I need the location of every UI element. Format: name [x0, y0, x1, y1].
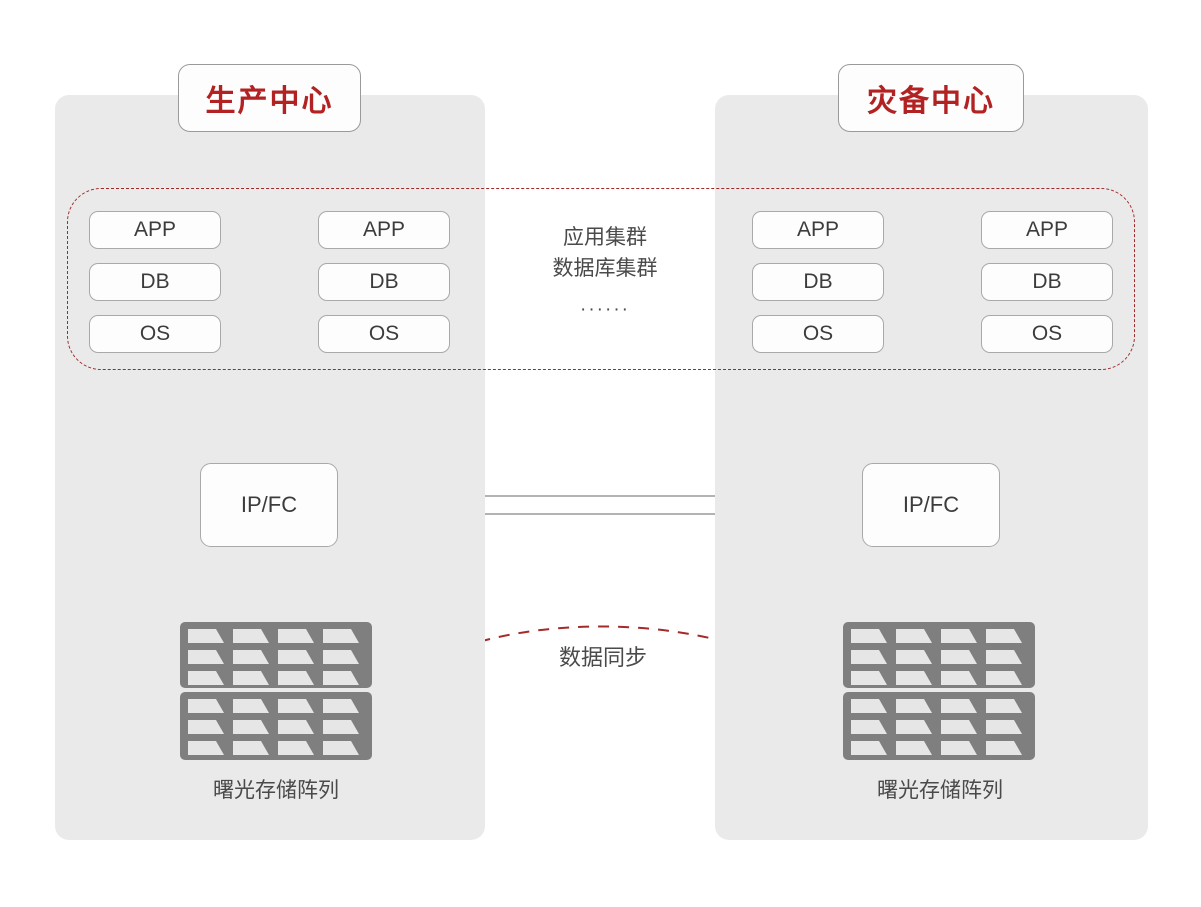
node-stack-disaster-recovery-1: APP DB OS — [752, 211, 884, 367]
node-box-db: DB — [981, 263, 1113, 301]
storage-array-icon-disaster-recovery — [843, 622, 1035, 760]
node-stack-production-1: APP DB OS — [89, 211, 221, 367]
fabric-box-disaster-recovery: IP/FC — [862, 463, 1000, 547]
storage-array-label-disaster-recovery: 曙光存储阵列 — [877, 779, 1003, 802]
node-stack-disaster-recovery-2: APP DB OS — [981, 211, 1113, 367]
storage-array-label-production: 曙光存储阵列 — [213, 779, 339, 802]
site-title-production: 生产中心 — [178, 64, 361, 132]
node-box-os: OS — [981, 315, 1113, 353]
data-sync-label: 数据同步 — [558, 645, 647, 670]
node-box-app: APP — [318, 211, 450, 249]
node-box-app: APP — [89, 211, 221, 249]
node-box-os: OS — [89, 315, 221, 353]
cluster-annotation-line-1: 应用集群 — [563, 226, 647, 249]
node-box-app: APP — [981, 211, 1113, 249]
node-box-db: DB — [89, 263, 221, 301]
site-title-disaster-recovery: 灾备中心 — [838, 64, 1024, 132]
node-box-os: OS — [752, 315, 884, 353]
node-box-os: OS — [318, 315, 450, 353]
fabric-box-production: IP/FC — [200, 463, 338, 547]
node-box-db: DB — [318, 263, 450, 301]
data-sync-arrow — [390, 625, 820, 690]
cluster-annotation: 应用集群 数据库集群 ······ — [498, 222, 712, 325]
cluster-annotation-line-2: 数据库集群 — [552, 257, 658, 280]
storage-array-icon-production — [180, 622, 372, 760]
cluster-annotation-ellipsis: ······ — [580, 299, 630, 320]
node-stack-production-2: APP DB OS — [318, 211, 450, 367]
node-box-db: DB — [752, 263, 884, 301]
cluster-boundary — [67, 188, 1135, 370]
node-box-app: APP — [752, 211, 884, 249]
